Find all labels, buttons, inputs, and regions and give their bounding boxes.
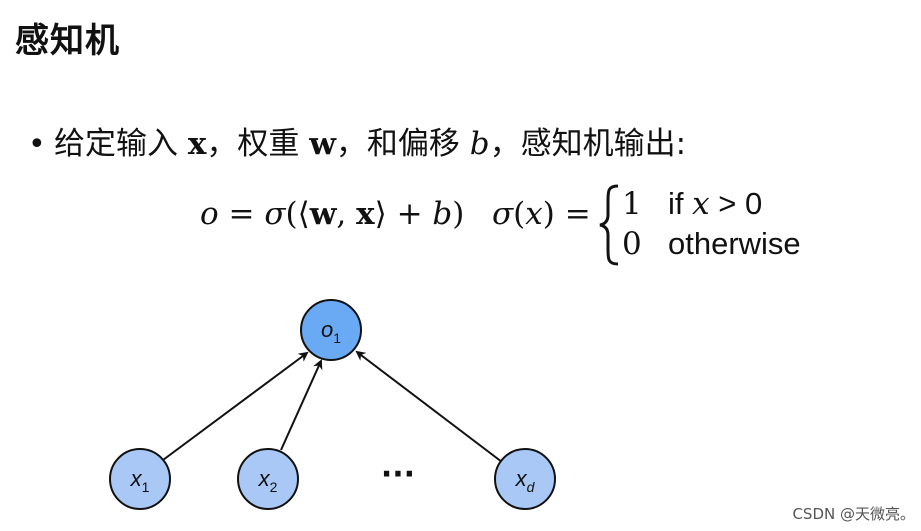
bullet-sep1: ，权重 bbox=[206, 126, 310, 162]
svg-text:x1: x1 bbox=[130, 466, 150, 495]
lhs-x: x bbox=[525, 196, 543, 232]
formula-close-ip: ⟩ + bbox=[374, 196, 433, 232]
input-node-2-label: x bbox=[258, 466, 271, 491]
input-node-1: x1 bbox=[109, 448, 171, 510]
formula-comma: , bbox=[336, 196, 357, 232]
edge-xd-o1 bbox=[355, 350, 503, 463]
ellipsis: ··· bbox=[381, 457, 415, 492]
case2-value: 0 bbox=[622, 226, 642, 262]
formula-eq: = bbox=[218, 196, 265, 232]
case1-cond-text: if bbox=[668, 186, 693, 221]
curly-brace bbox=[599, 184, 619, 266]
input-node-1-label: x bbox=[130, 466, 143, 491]
edge-x1-o1 bbox=[162, 351, 309, 461]
formula-sigma: σ bbox=[264, 196, 286, 232]
output-node-label: o bbox=[321, 317, 333, 342]
lhs-open: ( bbox=[513, 196, 526, 232]
svg-text:x2: x2 bbox=[258, 466, 278, 495]
bullet-text: •给定输入 x，权重 w，和偏移 b，感知机输出: bbox=[28, 118, 686, 163]
formula-w: w bbox=[309, 196, 337, 232]
input-node-2: x2 bbox=[237, 448, 299, 510]
svg-text:o1: o1 bbox=[321, 317, 341, 346]
case-otherwise: 0 otherwise bbox=[622, 226, 801, 262]
bullet-prefix: 给定输入 bbox=[54, 126, 188, 162]
page-title: 感知机 bbox=[15, 21, 120, 61]
formula-open: (⟨ bbox=[285, 196, 310, 232]
svg-text:xd: xd bbox=[515, 466, 536, 495]
input-node-1-sub: 1 bbox=[142, 479, 150, 495]
var-x: x bbox=[187, 126, 207, 162]
formula-x: x bbox=[356, 196, 375, 232]
lhs-sigma: σ bbox=[492, 196, 514, 232]
formula-b: b bbox=[432, 196, 453, 232]
input-node-d-label: x bbox=[515, 466, 528, 491]
bullet-dot: • bbox=[28, 127, 46, 162]
formula-close: ) bbox=[452, 196, 465, 232]
edge-x2-o1 bbox=[280, 359, 323, 451]
case1-value: 1 bbox=[622, 186, 642, 222]
var-w: w bbox=[309, 126, 336, 162]
watermark: CSDN @天微亮。 bbox=[792, 505, 915, 523]
sigma-lhs: σ(x) = bbox=[492, 196, 591, 232]
case-positive: 1 if x > 0 bbox=[622, 186, 762, 222]
case2-cond-text: otherwise bbox=[668, 226, 801, 261]
input-node-2-sub: 2 bbox=[270, 479, 278, 495]
perceptron-formula: o = σ(⟨w, x⟩ + b) bbox=[200, 196, 464, 232]
bullet-suffix: ，感知机输出: bbox=[489, 126, 687, 162]
formula-o: o bbox=[200, 196, 219, 232]
bullet-sep2: ，和偏移 bbox=[335, 126, 470, 162]
lhs-close: ) = bbox=[542, 196, 591, 232]
case1-cond-var: x bbox=[692, 186, 710, 222]
case1-cond-rest: > 0 bbox=[709, 186, 763, 221]
output-node-sub: 1 bbox=[333, 330, 341, 346]
output-node: o1 bbox=[300, 299, 362, 361]
var-b: b bbox=[469, 126, 490, 162]
input-node-d-sub: d bbox=[527, 479, 536, 495]
input-node-d: xd bbox=[494, 448, 556, 510]
